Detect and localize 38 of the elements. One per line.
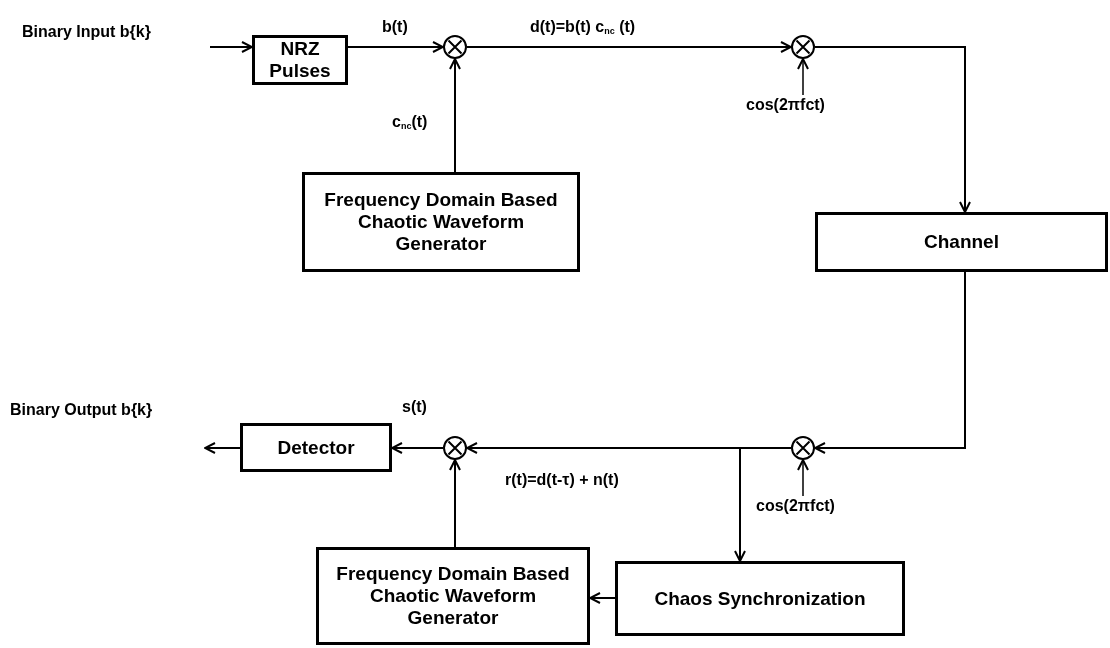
multiplier-symbol xyxy=(791,436,815,460)
block-text: Frequency Domain Based Chaotic Waveform Generator xyxy=(323,189,559,255)
arrow xyxy=(209,41,253,53)
edge-label: cos(2πfct) xyxy=(746,95,825,115)
edge-label: c$_{nc}$(t) xyxy=(392,112,428,132)
block-box xyxy=(252,35,348,85)
edge-label: d(t)=b(t) c$_{nc}$ (t) xyxy=(530,17,636,37)
arrow xyxy=(347,41,444,53)
arrow xyxy=(797,58,809,97)
arrow xyxy=(204,442,241,454)
block-text: Chaos Synchronization xyxy=(654,587,866,610)
arrow xyxy=(814,46,971,213)
arrow xyxy=(814,271,966,454)
edge-label: b(t) xyxy=(382,17,408,37)
block-text: NRZ Pulses xyxy=(268,38,332,82)
block-box xyxy=(302,172,580,272)
multiplier-symbol xyxy=(443,35,467,59)
arrow xyxy=(391,442,444,454)
edge-label: cos(2πfct) xyxy=(756,496,835,516)
block-box xyxy=(240,423,392,472)
arrow xyxy=(797,459,809,497)
edge-label: r(t)=d(t-τ) + n(t) xyxy=(505,470,619,490)
block-box xyxy=(815,212,1108,272)
multiplier-symbol xyxy=(791,35,815,59)
arrow xyxy=(734,447,792,562)
arrow xyxy=(449,58,461,173)
block-text: Channel xyxy=(924,231,999,253)
block-text: Detector xyxy=(277,436,355,459)
edge-label: Binary Input b{k} xyxy=(22,22,151,42)
block-text: Frequency Domain Based Chaotic Waveform Generator xyxy=(335,563,571,629)
arrow xyxy=(449,459,461,548)
block-box xyxy=(316,547,590,645)
edge-label: Binary Output b{k} xyxy=(10,400,153,420)
multiplier-symbol xyxy=(443,436,467,460)
block-box xyxy=(615,561,905,636)
edge-label: s(t) xyxy=(402,397,427,417)
arrow xyxy=(589,592,616,604)
arrow xyxy=(466,41,792,53)
